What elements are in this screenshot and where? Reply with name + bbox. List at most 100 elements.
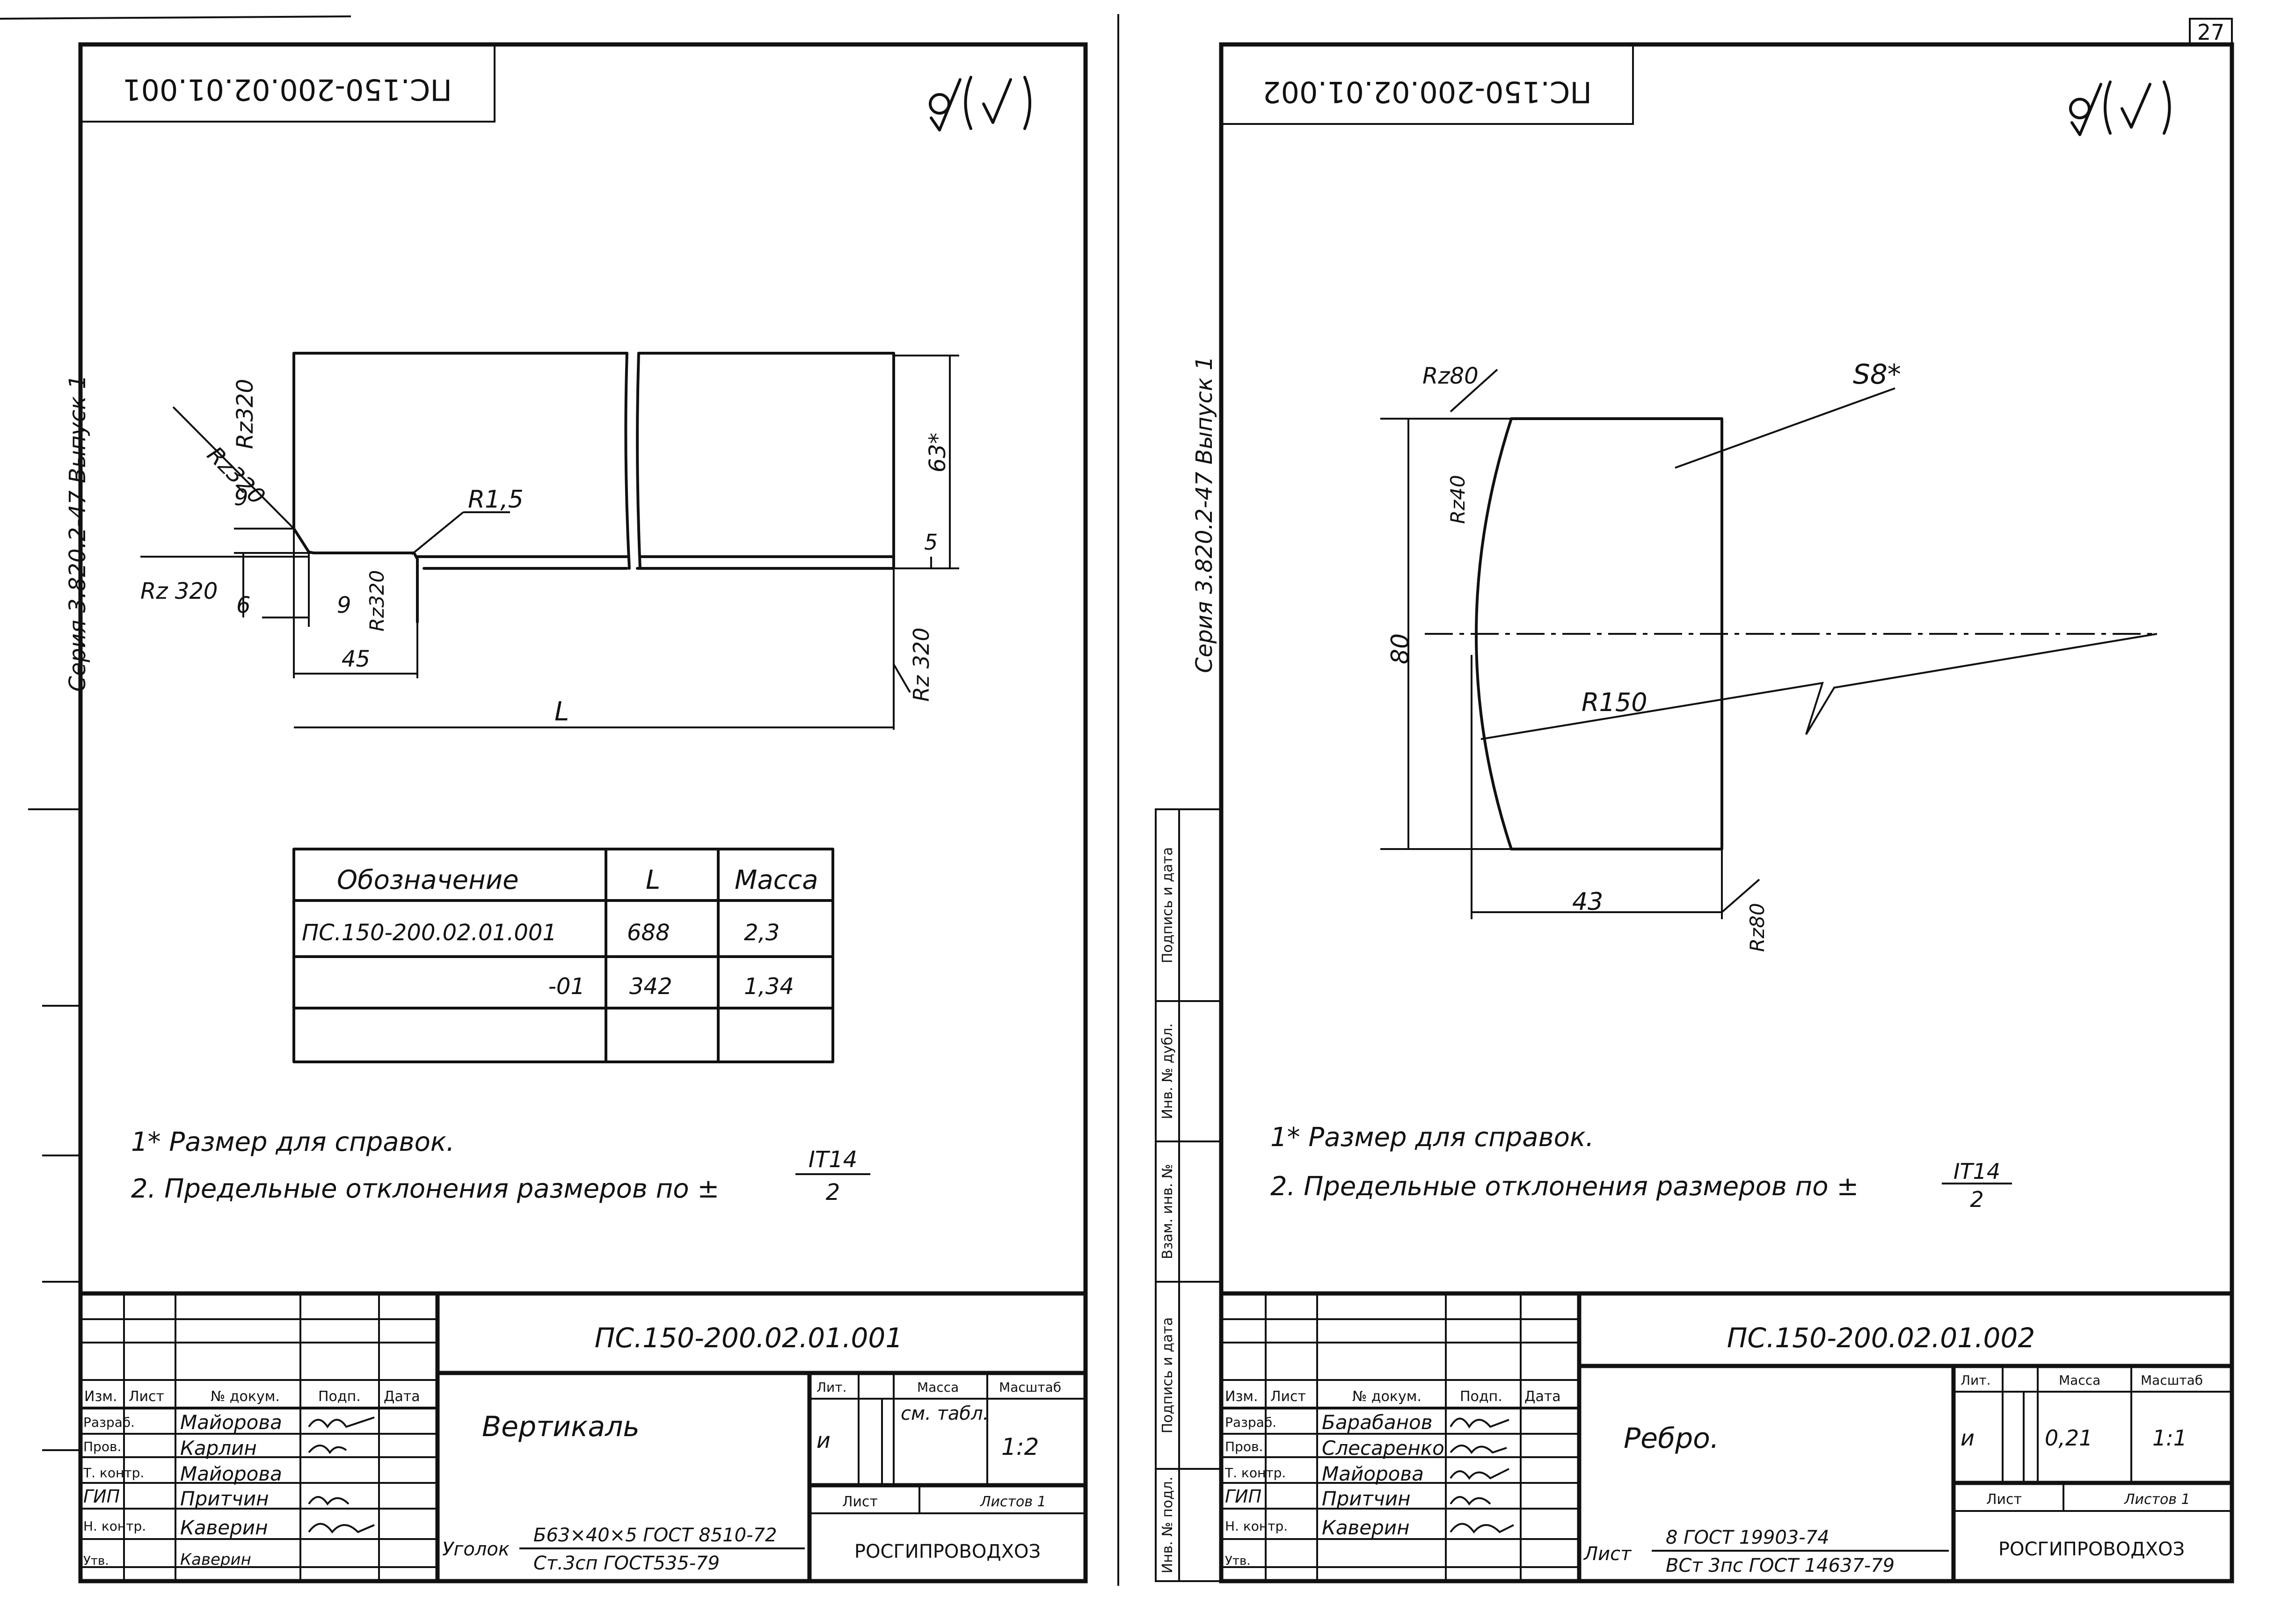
dim-45: 45 xyxy=(342,646,370,672)
drawing-label: Инв. № подл. xyxy=(1159,1477,1176,1574)
drawing-label: Масштаб xyxy=(2141,1373,2203,1388)
drawing-line xyxy=(2104,80,2112,135)
drawing-label: Барабанов xyxy=(1322,1411,1433,1434)
drawing-label: Масса xyxy=(917,1380,959,1395)
r150-label: R150 xyxy=(1582,688,1647,717)
table-cell: 2,3 xyxy=(744,920,780,946)
drawing-label: Притчин xyxy=(1322,1487,1411,1510)
table-cell: 1,34 xyxy=(744,973,794,1000)
drawing-label: Лит. xyxy=(1961,1373,1990,1388)
table-cell: 342 xyxy=(629,973,672,1000)
title-block: Изм. Лист № докум. Подп. Дата Разраб. Пр… xyxy=(79,1291,1086,1581)
drawing-label: и xyxy=(1961,1425,1975,1451)
drawing-line xyxy=(1450,1468,1509,1480)
table-cell: ПС.150-200.02.01.001 xyxy=(302,920,557,946)
right-sheet: 27 ПС.150-200.02.01.002 Серия 3.820.2-47… xyxy=(1117,14,2234,1586)
dim-L: L xyxy=(554,697,569,727)
part-vertikal: Rz320 Rz320 Rz 320 Rz320 Rz 320 R1,5 9 6… xyxy=(140,352,959,730)
dim-63: 63* xyxy=(925,433,951,472)
left-frame xyxy=(78,42,1088,1583)
drawing-line xyxy=(308,1496,350,1506)
drawing-line xyxy=(1023,76,1031,130)
drawing-line xyxy=(411,511,464,555)
drawing-label: Н. контр. xyxy=(83,1518,146,1534)
rz320-e: Rz 320 xyxy=(909,627,934,702)
drawing-label: 0,21 xyxy=(2045,1425,2092,1451)
left-sheet: ПС.150-200.02.01.001 Серия 3.820.2-47 Вы… xyxy=(0,15,1088,1583)
title-block: Изм. Лист № докум. Подп. Дата Разраб. Пр… xyxy=(1220,1291,2232,1581)
stamp-designation: ПС.150-200.02.01.002 xyxy=(1727,1322,2035,1354)
top-designation-box xyxy=(1220,44,1634,125)
drawing-label: Масштаб xyxy=(999,1380,1061,1395)
drawing-label: № докум. xyxy=(1352,1388,1421,1405)
drawing-label: Масса xyxy=(2059,1373,2100,1388)
drawing-label: Подпись и дата xyxy=(1159,1317,1176,1434)
drawing-line xyxy=(1721,879,1760,913)
page-number: 27 xyxy=(2197,20,2225,45)
top-designation: ПС.150-200.02.01.002 xyxy=(1262,75,1592,109)
rz40: Rz40 xyxy=(1446,475,1469,524)
series-label: Серия 3.820.2-47 Выпуск 1 xyxy=(65,375,91,692)
table-header: Масса xyxy=(735,865,818,895)
drawing-label: Майорова xyxy=(180,1411,282,1434)
drawing-line xyxy=(308,1445,347,1454)
drawing-label: Слесаренко xyxy=(1322,1437,1444,1460)
table-cell: 688 xyxy=(627,920,670,946)
drawing-label: Дата xyxy=(384,1388,420,1405)
variants-table: Обозначение L Масса ПС.150-200.02.01.001… xyxy=(292,848,834,1063)
stamp-designation: ПС.150-200.02.01.001 xyxy=(595,1322,903,1354)
rz320-c: Rz 320 xyxy=(140,578,218,604)
drawing-label: Лист xyxy=(1270,1388,1306,1405)
rz320-d: Rz320 xyxy=(365,570,388,632)
drawing-label: Каверин xyxy=(180,1550,251,1569)
drawing-label: Т. контр. xyxy=(83,1465,144,1481)
radius-leader xyxy=(1480,633,2158,740)
drawing-label: Ст.3сп ГОСТ535-79 xyxy=(533,1553,720,1574)
rz80-b: Rz80 xyxy=(1746,903,1769,952)
drawing-line xyxy=(1675,387,1895,469)
drawing-label: Уголок xyxy=(442,1539,510,1560)
drawing-label: Б63×40×5 ГОСТ 8510-72 xyxy=(533,1525,777,1546)
r15-label: R1,5 xyxy=(468,486,524,514)
tolerance-denominator: 2 xyxy=(1970,1187,1983,1212)
stamp-title: Ребро. xyxy=(1624,1422,1719,1455)
table-header: Обозначение xyxy=(337,865,519,895)
s8-label: S8* xyxy=(1853,358,1901,390)
stamp-title: Вертикаль xyxy=(482,1410,640,1443)
stamp-org: РОСГИПРОВОДХОЗ xyxy=(854,1541,1041,1562)
drawing-label: Пров. xyxy=(1225,1439,1263,1454)
drawing-label: Лист xyxy=(1583,1543,1632,1565)
signatures xyxy=(308,1416,375,1534)
drawing-line xyxy=(1450,369,1498,413)
drawing-line xyxy=(982,78,1012,124)
roughness-symbol xyxy=(2069,80,2171,136)
dim-43: 43 xyxy=(1572,888,1603,916)
drawing-label: Листов 1 xyxy=(2124,1491,2190,1508)
drawing-label: Лит. xyxy=(816,1380,846,1395)
series-label: Серия 3.820.2-47 Выпуск 1 xyxy=(1191,356,1217,673)
dim-9a: 9 xyxy=(234,485,248,511)
note-2: 2. Предельные отклонения размеров по ± xyxy=(1270,1171,1859,1202)
drawing-label: Взам. инв. № xyxy=(1159,1164,1176,1259)
drawing-label: ГИП xyxy=(1225,1486,1261,1507)
drawing-line xyxy=(308,1416,375,1429)
drawing-line xyxy=(1155,808,1222,1582)
scan-edge-line xyxy=(0,15,351,20)
drawing-label: Изм. xyxy=(84,1388,117,1405)
dim-9b: 9 xyxy=(337,592,351,618)
rz320-b: Rz320 xyxy=(232,379,258,449)
drawing-label: Утв. xyxy=(83,1554,109,1568)
drawing-label: Подпись и дата xyxy=(1159,847,1176,964)
drawing-label: Майорова xyxy=(180,1462,282,1485)
drawing-label: Дата xyxy=(1524,1388,1561,1405)
drawing-line xyxy=(2121,83,2151,129)
drawing-label: № докум. xyxy=(211,1388,280,1405)
stamp-org: РОСГИПРОВОДХОЗ xyxy=(1998,1539,2185,1560)
page-number-box xyxy=(2189,18,2233,45)
drawing-label: Майорова xyxy=(1322,1462,1424,1485)
angle-outline xyxy=(292,352,895,624)
rz80-a: Rz80 xyxy=(1422,363,1479,389)
table-header: L xyxy=(646,865,660,895)
drawing-label: Пров. xyxy=(83,1439,121,1454)
